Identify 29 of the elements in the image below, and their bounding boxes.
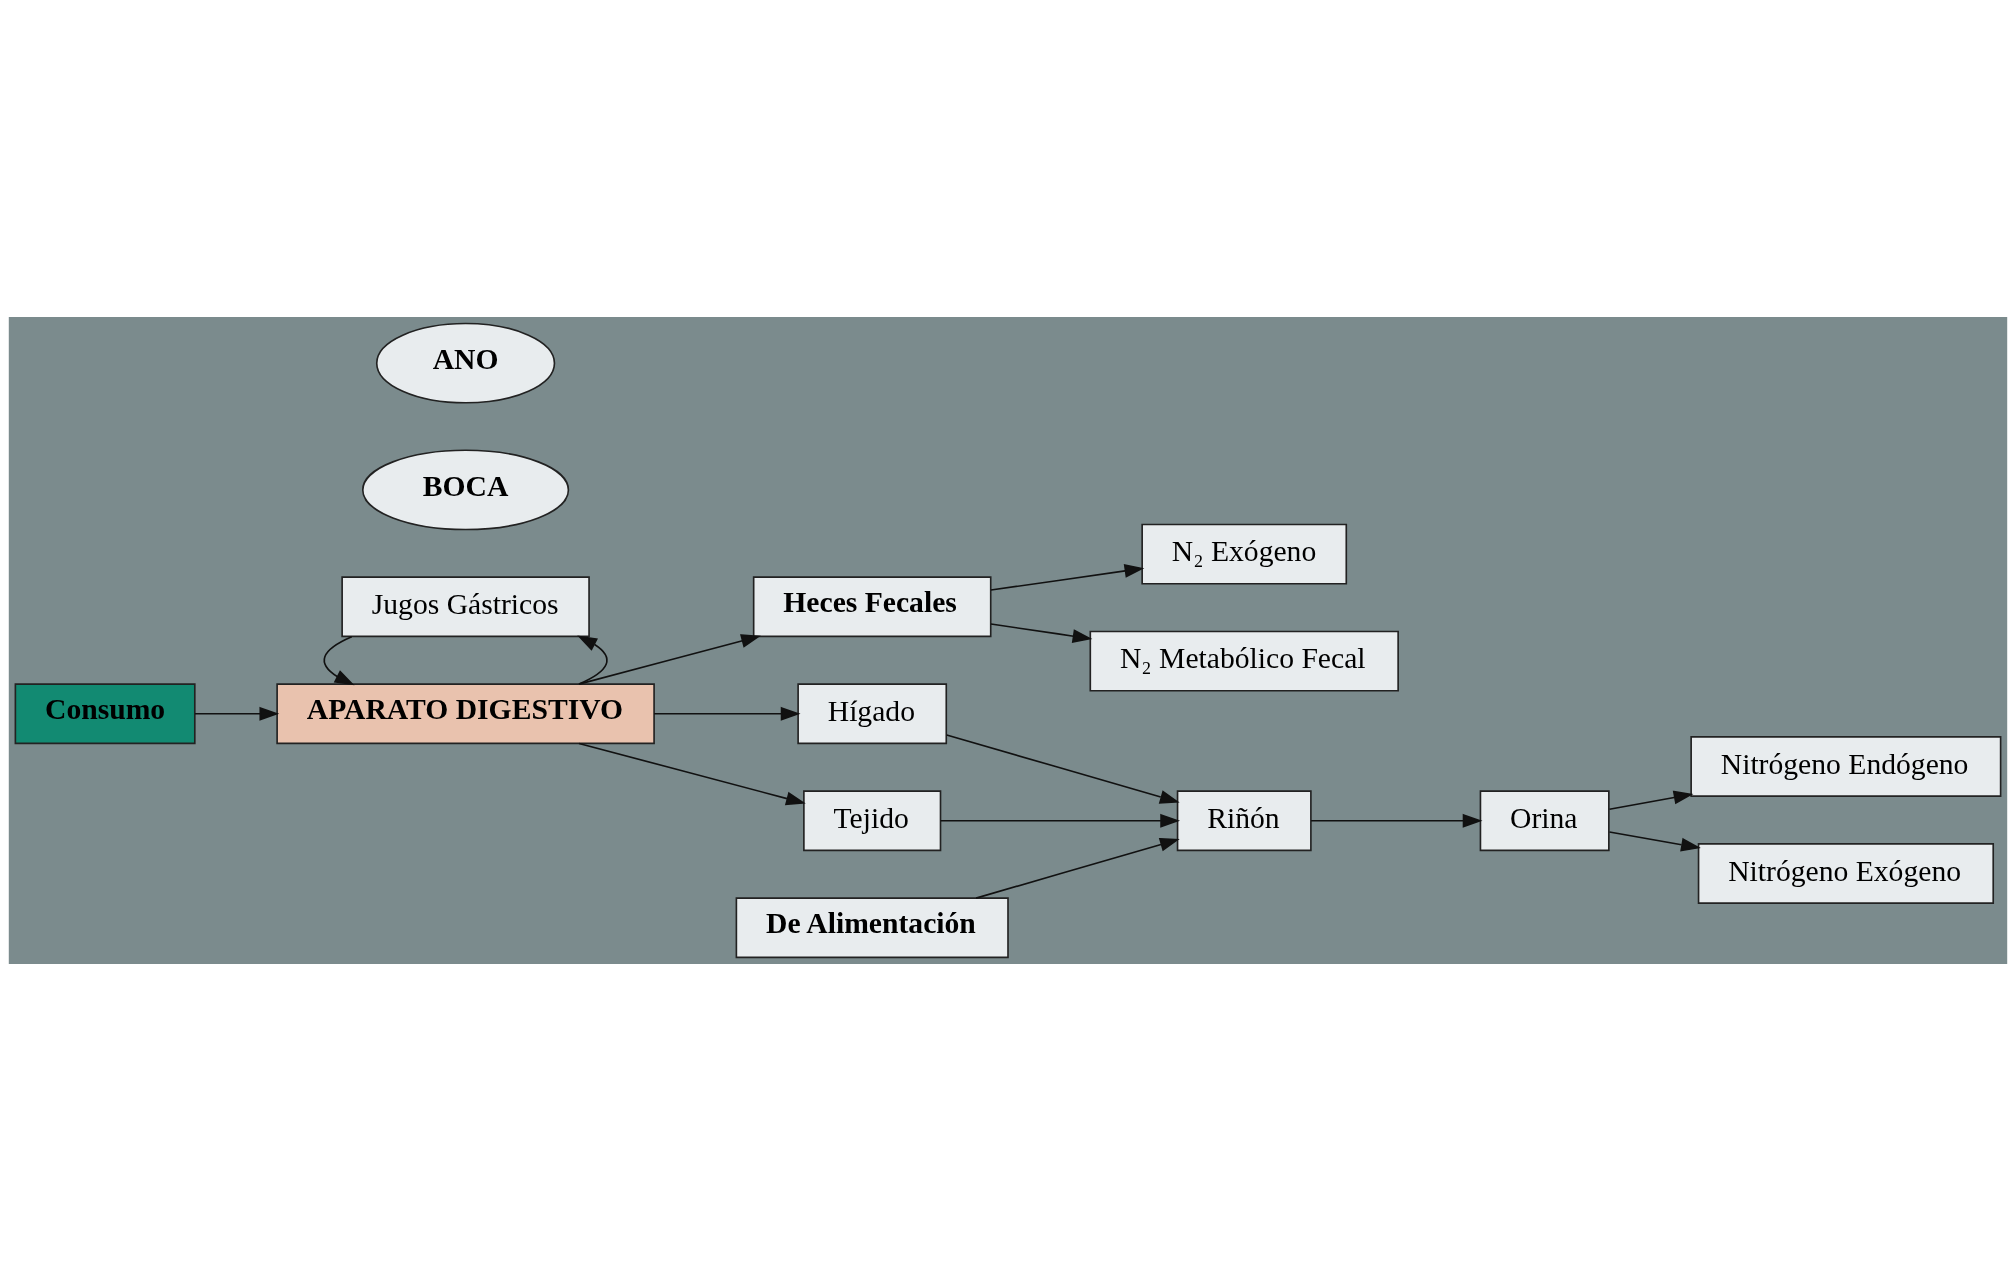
node-box: APARATO DIGESTIVO	[276, 683, 655, 745]
arrow	[1608, 831, 1701, 852]
arrow	[323, 635, 355, 686]
arrow	[990, 564, 1145, 591]
node-box: Hígado	[797, 683, 948, 745]
node-box: N₂ Metabólico Fecal	[1089, 630, 1399, 692]
node-box: De Alimentación	[735, 897, 1009, 959]
arrow	[939, 813, 1181, 828]
node-ellipse: ANO	[375, 322, 556, 404]
arrow	[990, 623, 1093, 643]
node-box: Orina	[1479, 790, 1610, 852]
arrow	[578, 634, 761, 685]
arrow	[945, 734, 1180, 804]
arrow	[578, 742, 806, 806]
arrow	[1310, 813, 1483, 828]
node-box: N₂ Exógeno	[1141, 523, 1348, 585]
node-box: Nitrógeno Endógeno	[1690, 736, 2002, 797]
arrow	[653, 706, 801, 721]
arrow	[577, 635, 608, 685]
node-box: Heces Fecales	[752, 576, 992, 638]
node-box: Tejido	[803, 790, 942, 852]
arrow	[1608, 790, 1694, 811]
node-box: Jugos Gástricos	[341, 576, 590, 638]
arrow	[975, 837, 1180, 899]
arrow	[194, 706, 280, 721]
node-box: Riñón	[1176, 790, 1312, 852]
node-box: Nitrógeno Exógeno	[1697, 843, 1995, 904]
node-ellipse: BOCA	[361, 449, 570, 531]
node-box: Consumo	[14, 683, 196, 745]
